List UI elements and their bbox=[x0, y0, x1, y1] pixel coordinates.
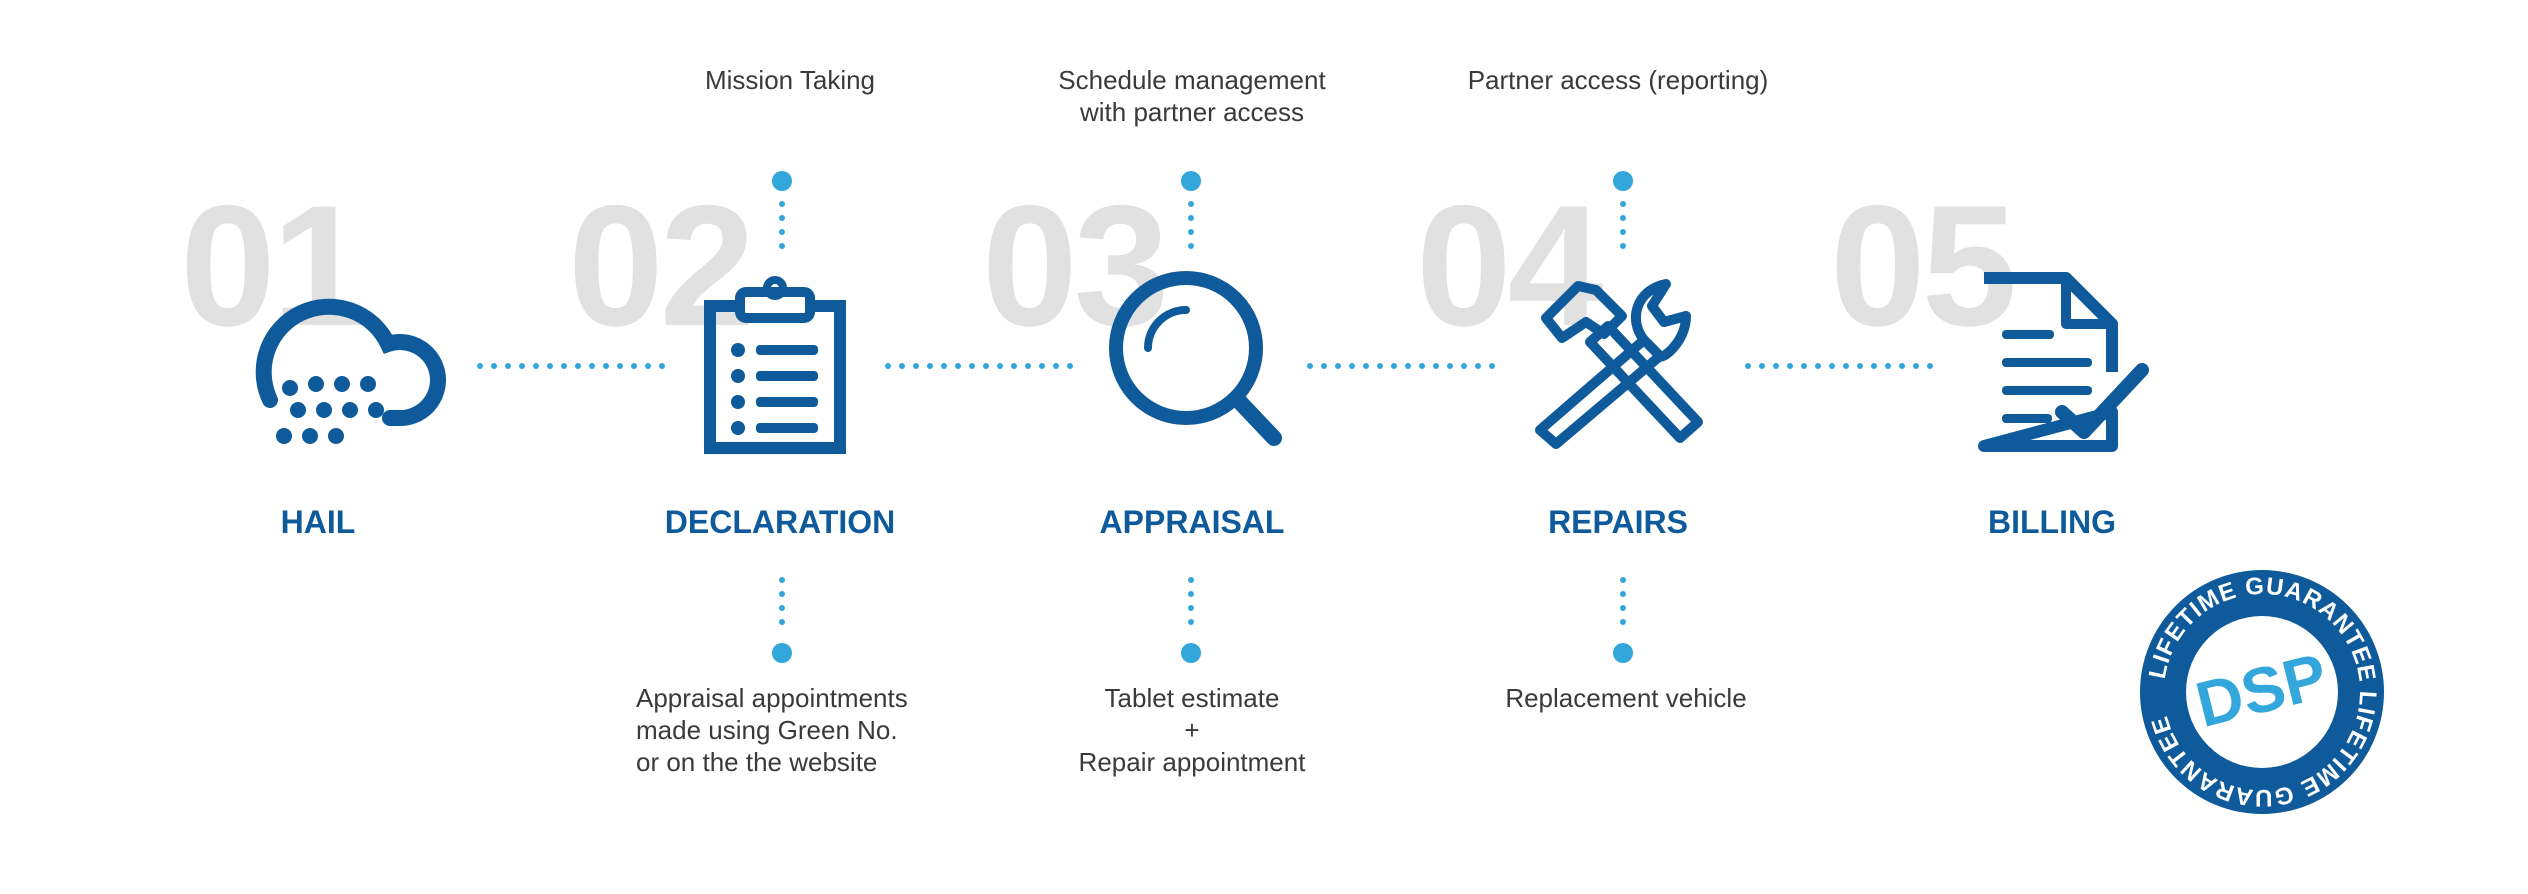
connector-1-2 bbox=[477, 363, 673, 369]
top-note-appraisal-line-1: Schedule management bbox=[1058, 65, 1326, 95]
clipboard-icon bbox=[704, 276, 846, 454]
tools-icon bbox=[1535, 279, 1703, 449]
step-label-hail: HAIL bbox=[280, 504, 356, 540]
document-check-icon bbox=[1978, 272, 2149, 452]
bottom-connector-repairs bbox=[1613, 577, 1633, 663]
step-number-05: 05 bbox=[1830, 170, 2017, 362]
step-number-03: 03 bbox=[982, 170, 1169, 362]
connector-4-5 bbox=[1745, 363, 1941, 369]
lifetime-guarantee-badge: LIFETIME GUARANTEE LIFETIME GUARANTEE DS… bbox=[2140, 570, 2384, 814]
bottom-note-appraisal-line-2: + bbox=[1184, 715, 1200, 745]
bottom-note-repairs: Replacement vehicle bbox=[1505, 683, 1747, 713]
step-label-declaration: DECLARATION bbox=[664, 504, 896, 540]
top-note-repairs: Partner access (reporting) bbox=[1467, 65, 1769, 95]
bottom-note-declaration-line-3: or on the the website bbox=[636, 747, 878, 777]
top-connector-declaration bbox=[772, 171, 792, 255]
top-connector-appraisal bbox=[1181, 171, 1201, 255]
top-note-declaration: Mission Taking bbox=[704, 65, 876, 95]
hail-cloud-icon bbox=[255, 298, 446, 444]
bottom-connector-declaration bbox=[772, 577, 792, 663]
bottom-note-appraisal: Tablet estimate + Repair appointment bbox=[1079, 682, 1306, 778]
step-number-04: 04 bbox=[1416, 170, 1603, 362]
top-note-appraisal: Schedule management with partner access bbox=[1058, 64, 1325, 128]
connector-3-4 bbox=[1307, 363, 1503, 369]
bottom-note-declaration: Appraisal appointments made using Green … bbox=[636, 682, 908, 778]
bottom-connector-appraisal bbox=[1181, 577, 1201, 663]
magnifier-icon bbox=[1109, 271, 1282, 446]
top-note-appraisal-line-2: with partner access bbox=[1080, 97, 1304, 127]
bottom-note-declaration-line-2: made using Green No. bbox=[636, 715, 898, 745]
step-number-01: 01 bbox=[180, 170, 367, 362]
connector-2-3 bbox=[885, 363, 1081, 369]
step-label-repairs: REPAIRS bbox=[1548, 504, 1688, 540]
top-connector-repairs bbox=[1613, 171, 1633, 255]
bottom-note-appraisal-line-3: Repair appointment bbox=[1078, 747, 1306, 777]
bottom-note-appraisal-line-1: Tablet estimate bbox=[1104, 683, 1280, 713]
step-label-appraisal: APPRAISAL bbox=[1099, 504, 1285, 540]
step-label-billing: BILLING bbox=[1988, 504, 2116, 540]
bottom-note-declaration-line-1: Appraisal appointments bbox=[636, 683, 908, 713]
step-number-02: 02 bbox=[568, 170, 755, 362]
